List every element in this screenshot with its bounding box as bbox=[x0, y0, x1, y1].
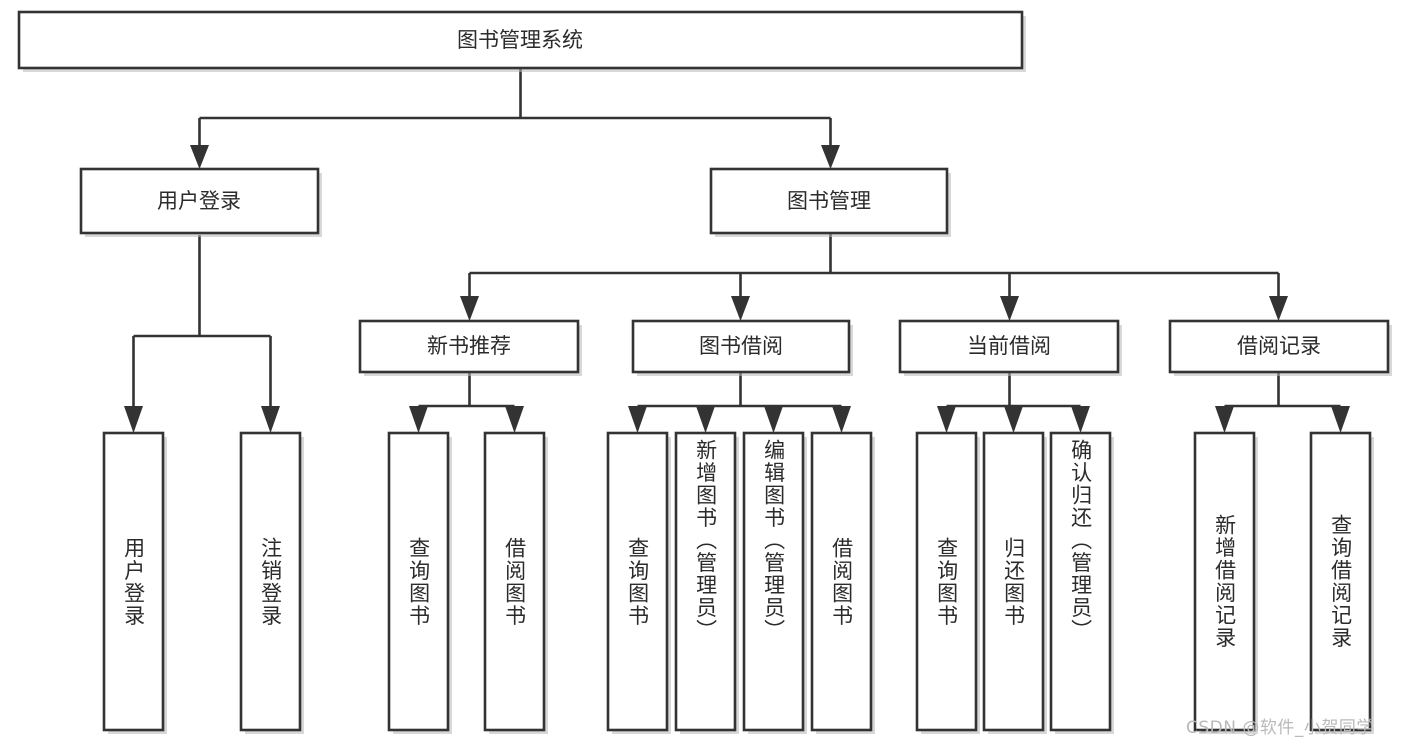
node-user-login-box[interactable] bbox=[79, 167, 320, 235]
arrow-head-leaf-query-book-1 bbox=[409, 406, 428, 433]
node-user-login[interactable]: 用户登录 bbox=[79, 167, 322, 237]
node-book-manage-box[interactable] bbox=[709, 167, 949, 235]
node-new-book-recommend-label: 新书推荐 bbox=[427, 334, 511, 358]
node-root[interactable]: 图书管理系统 bbox=[17, 10, 1026, 72]
arrow-head-leaf-add-book bbox=[696, 406, 715, 433]
node-book-borrow[interactable]: 图书借阅 bbox=[631, 319, 853, 376]
node-book-borrow-label: 图书借阅 bbox=[699, 334, 783, 358]
watermark-text: CSDN @软件_小贺同学 bbox=[1186, 718, 1374, 738]
node-current-borrow-box[interactable] bbox=[898, 319, 1120, 374]
leaf-query-book-2-box[interactable] bbox=[606, 431, 669, 732]
leaf-edit-book-box[interactable] bbox=[742, 431, 805, 732]
node-new-book-recommend-box[interactable] bbox=[358, 319, 580, 374]
arrow-head-leaf-borrow-book-1 bbox=[505, 406, 524, 433]
arrow-head-leaf-edit-book bbox=[764, 406, 783, 433]
arrow-head-leaf-return-book bbox=[1004, 406, 1023, 433]
node-borrow-record[interactable]: 借阅记录 bbox=[1168, 319, 1392, 376]
leaf-add-book-box[interactable] bbox=[674, 431, 737, 732]
arrow-head-current-borrow bbox=[1000, 296, 1019, 321]
node-layer: 图书管理系统 用户登录 图书管理 新书推荐 bbox=[17, 10, 1392, 734]
node-root-box[interactable] bbox=[17, 10, 1024, 70]
connector-layer bbox=[124, 68, 1350, 433]
arrow-head-leaf-query-book-3 bbox=[937, 406, 956, 433]
arrow-head-leaf-confirm-return bbox=[1071, 406, 1090, 433]
leaf-query-book-3-box[interactable] bbox=[915, 431, 978, 732]
leaf-confirm-return-box[interactable] bbox=[1049, 431, 1112, 732]
arrow-head-leaf-logout bbox=[261, 406, 280, 433]
node-current-borrow[interactable]: 当前借阅 bbox=[898, 319, 1122, 376]
leaf-query-record-box[interactable] bbox=[1309, 431, 1372, 732]
arrow-head-user-login bbox=[190, 145, 209, 169]
node-book-borrow-box[interactable] bbox=[631, 319, 851, 374]
node-book-manage-label: 图书管理 bbox=[787, 189, 871, 213]
node-borrow-record-box[interactable] bbox=[1168, 319, 1390, 374]
node-root-label: 图书管理系统 bbox=[457, 28, 583, 52]
arrow-head-book-borrow bbox=[731, 296, 750, 321]
arrow-head-leaf-user-login bbox=[124, 406, 143, 433]
arrow-head-new-book-recommend bbox=[460, 296, 479, 321]
arrow-head-leaf-borrow-book-2 bbox=[832, 406, 851, 433]
node-user-login-label: 用户登录 bbox=[157, 189, 241, 213]
node-borrow-record-label: 借阅记录 bbox=[1237, 334, 1321, 358]
node-book-manage[interactable]: 图书管理 bbox=[709, 167, 951, 237]
leaf-add-record-box[interactable] bbox=[1193, 431, 1256, 732]
leaf-query-book-1-box[interactable] bbox=[387, 431, 450, 732]
arrow-head-borrow-record bbox=[1269, 296, 1288, 321]
leaf-box-layer bbox=[102, 431, 1374, 734]
arrow-head-book-manage bbox=[821, 145, 840, 169]
leaf-logout-box[interactable] bbox=[239, 431, 302, 732]
leaf-borrow-book-2-box[interactable] bbox=[810, 431, 873, 732]
arrow-head-leaf-add-record bbox=[1215, 406, 1234, 433]
leaf-user-login-box[interactable] bbox=[102, 431, 165, 732]
leaf-borrow-book-1-box[interactable] bbox=[483, 431, 546, 732]
leaf-return-book-box[interactable] bbox=[982, 431, 1045, 732]
arrow-head-leaf-query-book-2 bbox=[628, 406, 647, 433]
node-new-book-recommend[interactable]: 新书推荐 bbox=[358, 319, 582, 376]
node-current-borrow-label: 当前借阅 bbox=[967, 334, 1051, 358]
arrow-head-leaf-query-record bbox=[1331, 406, 1350, 433]
